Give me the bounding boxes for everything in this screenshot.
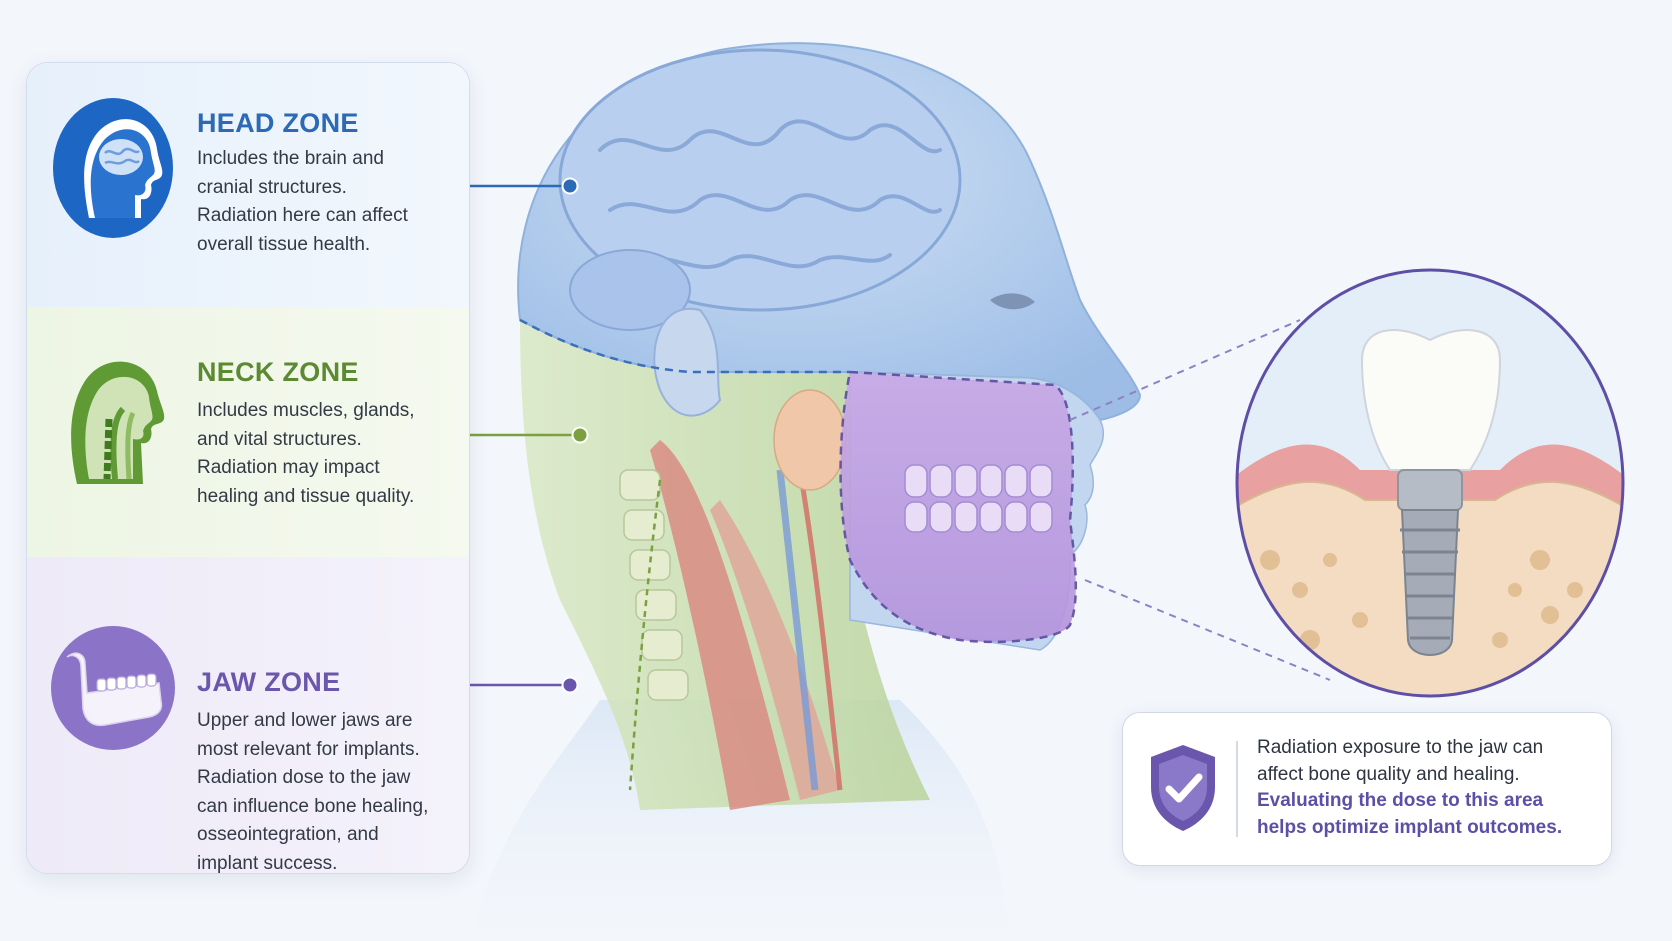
- jaw-zone-title: JAW ZONE: [197, 667, 341, 697]
- neck-anatomy-icon: [71, 361, 165, 484]
- eye: [990, 293, 1035, 310]
- neck-vessel-2: [797, 469, 843, 791]
- teeth: [904, 464, 1053, 533]
- cerebellum: [569, 249, 691, 331]
- zones-panel: HEAD ZONE Includes the brain and cranial…: [26, 62, 470, 874]
- ear: [653, 307, 722, 417]
- card-divider: [1236, 741, 1238, 837]
- head-boundary-line: [519, 318, 850, 374]
- zoom-line-bottom: [1084, 579, 1331, 681]
- neck-boundary-line: [628, 479, 662, 791]
- zoom-line-top: [1069, 319, 1301, 421]
- brain: [558, 48, 962, 312]
- jaw-zone-section: JAW ZONE Upper and lower jaws are most r…: [27, 557, 469, 873]
- shield-check-icon: [1151, 745, 1215, 831]
- jaw-zone-description: Upper and lower jaws are most relevant f…: [197, 710, 429, 874]
- neck-zone-description: Includes muscles, glands, and vital stru…: [197, 400, 415, 507]
- head-zone-description: Includes the brain and cranial structure…: [197, 148, 408, 255]
- salivary-gland: [773, 389, 847, 491]
- neck-zone-section: NECK ZONE Includes muscles, glands, and …: [27, 307, 469, 558]
- neck-muscle-1: [650, 440, 790, 810]
- brain-head-icon: [53, 98, 173, 238]
- neck-vessel-1: [776, 469, 819, 791]
- info-card: Radiation exposure to the jaw can affect…: [1122, 712, 1612, 866]
- info-card-text: Radiation exposure to the jaw can affect…: [1257, 737, 1563, 838]
- neck-zone-title: NECK ZONE: [197, 357, 359, 387]
- implant-detail-illustration: [1235, 268, 1625, 698]
- brain-folds: [598, 119, 942, 270]
- head-zone-title: HEAD ZONE: [197, 108, 359, 138]
- jawbone-icon: [51, 626, 175, 750]
- jaw-connector: [453, 676, 579, 694]
- head-zone-section: HEAD ZONE Includes the brain and cranial…: [27, 63, 469, 308]
